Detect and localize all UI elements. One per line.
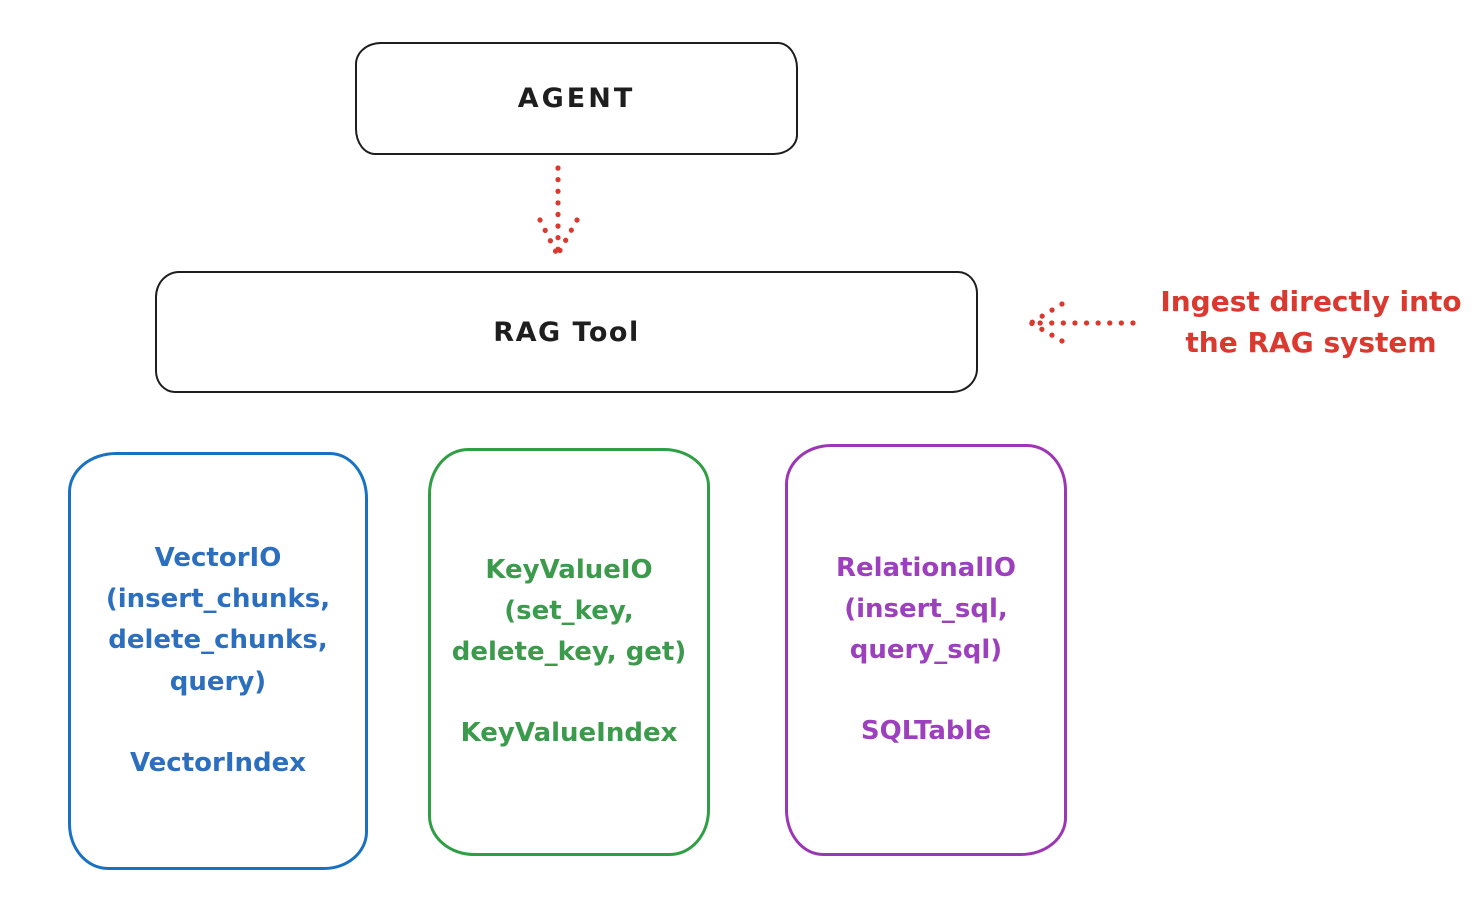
keyvalue-io-box: KeyValueIO (set_key, delete_key, get) Ke… [428, 448, 710, 856]
agent-to-rag-arrow-icon [537, 165, 580, 257]
vector-io-box: VectorIO (insert_chunks, delete_chunks, … [68, 452, 368, 870]
relational-io-text: RelationalIO (insert_sql, query_sql) SQL… [836, 548, 1016, 752]
ingest-annotation-line1: Ingest directly into [1160, 285, 1462, 318]
relational-io-line: (insert_sql, [844, 593, 1008, 624]
sql-table-label: SQLTable [860, 716, 992, 747]
vector-io-line: query) [169, 666, 267, 697]
keyvalue-io-text: KeyValueIO (set_key, delete_key, get) Ke… [452, 550, 687, 754]
agent-box-label: AGENT [517, 83, 636, 114]
vector-io-line: VectorIO [154, 543, 282, 574]
rag-tool-box: RAG Tool [155, 271, 978, 393]
keyvalue-index-label: KeyValueIndex [460, 718, 678, 749]
rag-tool-box-label: RAG Tool [493, 316, 640, 348]
ingest-annotation-line2: the RAG system [1185, 325, 1437, 359]
vector-io-line: delete_chunks, [108, 625, 328, 656]
vector-index-label: VectorIndex [129, 747, 307, 778]
relational-io-line: query_sql) [849, 635, 1003, 665]
agent-box: AGENT [355, 42, 798, 155]
relational-io-line: RelationalIO [835, 552, 1017, 583]
keyvalue-io-line: (set_key, [504, 595, 634, 626]
ingest-annotation: Ingest directly into the RAG system [1138, 282, 1484, 363]
relational-io-box: RelationalIO (insert_sql, query_sql) SQL… [785, 444, 1067, 856]
vector-io-text: VectorIO (insert_chunks, delete_chunks, … [106, 538, 330, 783]
keyvalue-io-line: KeyValueIO [485, 554, 653, 585]
vector-io-line: (insert_chunks, [105, 584, 331, 615]
ingest-arrow-icon [1028, 301, 1136, 344]
keyvalue-io-line: delete_key, get) [451, 637, 687, 667]
